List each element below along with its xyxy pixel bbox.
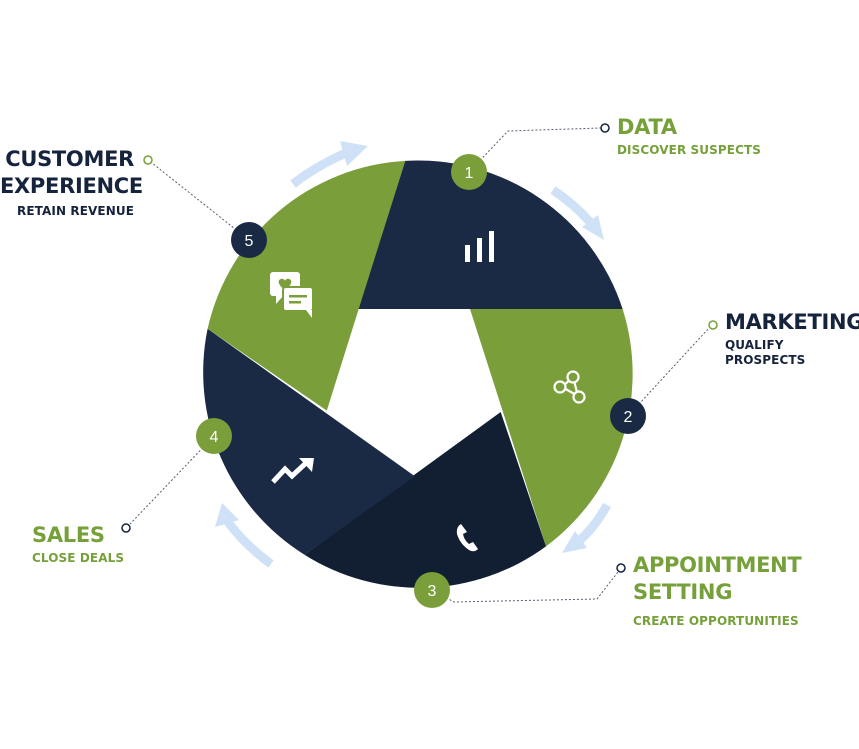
endpoint-ring-5 [143,155,153,165]
leader-line-1 [468,127,602,173]
step-title-5-line-1: CUSTOMER [5,147,134,171]
step-number-1: 1 [465,165,474,182]
segment-4 [203,328,415,555]
trend-up-arrow-icon [271,458,314,484]
endpoint-ring-3 [616,563,626,573]
step-number-4: 4 [210,429,219,446]
segment-3 [304,412,546,588]
cycle-arrow-4 [215,503,274,568]
step-badge-2: 2 [610,398,646,434]
endpoint-ring-1 [600,123,610,133]
phone-icon [456,524,478,552]
leader-line-5 [151,162,250,241]
leader-endpoints [121,123,718,573]
step-title-3-line-2: SETTING [633,580,733,604]
endpoint-ring-2 [708,320,718,330]
step-subtitle-3: CREATE OPPORTUNITIES [633,614,799,628]
endpoint-ring-4 [121,523,131,533]
network-nodes-icon [553,370,586,404]
step-number-5: 5 [245,233,254,250]
cycle-arrows [215,141,611,568]
step-label-1: DATA DISCOVER SUSPECTS [617,114,761,158]
chat-heart-icon [270,272,314,318]
step-title-2: MARKETING [725,310,859,334]
step-label-4: SALES CLOSE DEALS [32,522,124,566]
segment-2 [470,309,633,547]
step-subtitle-1: DISCOVER SUSPECTS [617,143,762,157]
cycle-arrow-1 [290,141,368,188]
step-title-5-line-2: EXPERIENCE [0,174,143,198]
step-label-3: APPOINTMENT SETTING CREATE OPPORTUNITIES [633,552,802,629]
step-number-2: 2 [624,409,633,426]
step-subtitle-4: CLOSE DEALS [32,551,125,565]
step-badge-4: 4 [196,418,232,454]
cycle-arrow-2 [550,186,604,240]
segments [203,160,633,588]
step-badge-1: 1 [451,154,487,190]
step-label-2: MARKETING QUALIFY PROSPECTS [725,309,859,368]
step-subtitle-5: RETAIN REVENUE [17,204,134,218]
step-badge-5: 5 [231,222,267,258]
segment-5 [207,160,406,411]
step-subtitle-2: QUALIFY PROSPECTS [725,338,806,367]
bar-chart-icon [465,231,494,262]
step-badges: 1 2 3 4 5 [196,154,646,608]
step-badge-3: 3 [414,572,450,608]
leader-line-4 [129,435,215,525]
step-title-1: DATA [617,115,677,139]
step-number-3: 3 [428,583,437,600]
step-title-4: SALES [32,523,105,547]
cycle-arrow-3 [562,502,611,553]
step-label-5: CUSTOMER EXPERIENCE RETAIN REVENUE [0,146,143,219]
step-title-3-line-1: APPOINTMENT [633,553,802,577]
